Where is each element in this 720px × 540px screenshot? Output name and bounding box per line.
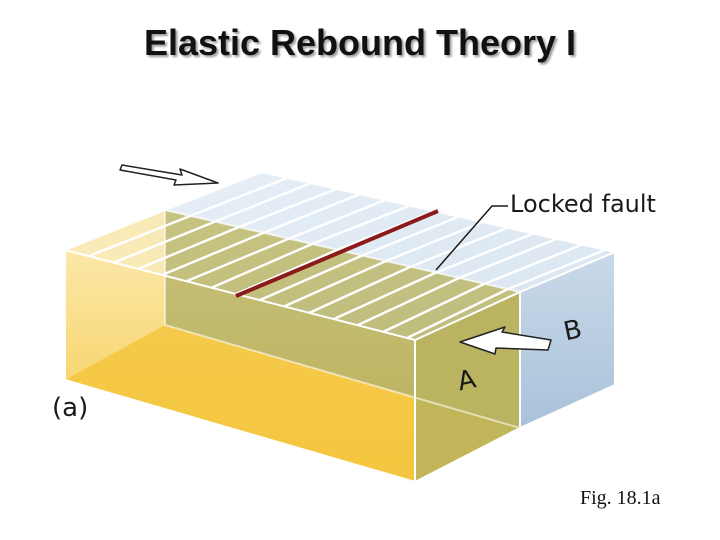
slide-title: Elastic Rebound Theory I xyxy=(143,22,577,63)
locked-fault-line xyxy=(235,209,439,298)
panel-label: (a) xyxy=(52,393,89,423)
block-b-right-face xyxy=(520,252,615,428)
push-arrow-bottom-right xyxy=(459,326,552,355)
block-a-bottom-face xyxy=(65,325,520,482)
push-arrow-top-left xyxy=(119,164,219,186)
figure-caption: Fig. 18.1a xyxy=(580,487,661,509)
locked-fault-label: Locked fault xyxy=(510,190,656,218)
fence-lines-a xyxy=(88,214,509,340)
fault-callout-leader xyxy=(435,205,508,271)
fence-lines-b xyxy=(189,176,606,291)
